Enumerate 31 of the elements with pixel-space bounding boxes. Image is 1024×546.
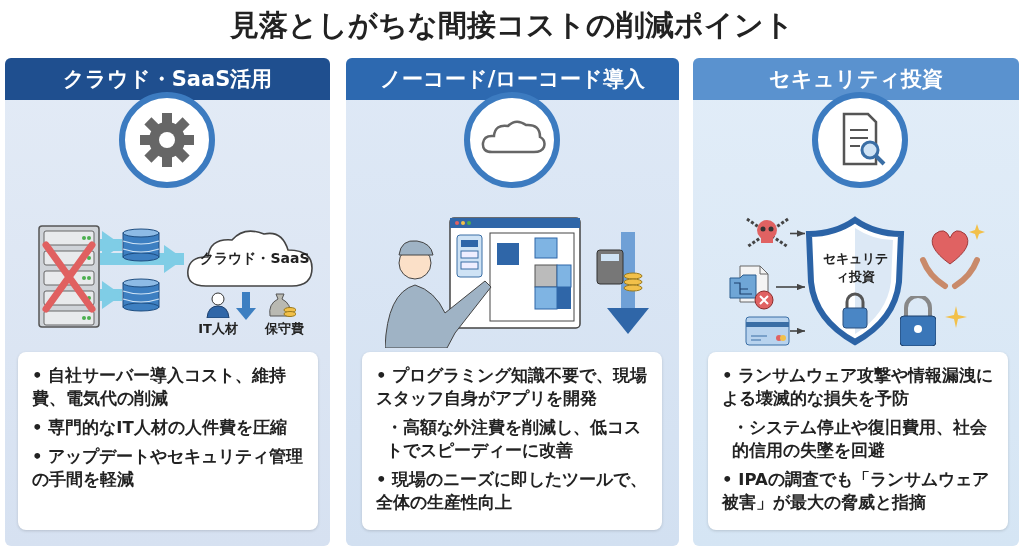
- damaged-file-icon: [728, 264, 776, 310]
- bullet-text: • アップデートやセキュリティ管理の手間を軽減: [32, 446, 304, 491]
- panel-heading: セキュリティ投資: [693, 58, 1019, 100]
- bullet-text: • プログラミング知識不要で、現場スタッフ自身がアプリを開発: [376, 365, 648, 410]
- arrow: [100, 245, 184, 273]
- bullet-text: • 現場のニーズに即したツールで、全体の生産性向上: [376, 469, 648, 514]
- database-icon: [122, 228, 160, 262]
- bullet-text: • IPAの調査でも「ランサムウェア被害」が最大の脅威と指摘: [722, 469, 990, 514]
- icon-caption: 保守費: [263, 320, 305, 338]
- arrow: [100, 281, 122, 309]
- bullet-card: [708, 352, 1008, 530]
- arrow: [789, 230, 806, 237]
- panel-heading: ノーコード/ローコード導入: [346, 58, 679, 100]
- bullet-text: • 自社サーバー導入コスト、維持費、電気代の削減: [32, 365, 288, 410]
- title: 見落としがちな間接コストの削減ポイント: [229, 7, 795, 44]
- bullet-text: • ランサムウェア攻撃や情報漏洩による壊滅的な損失を予防: [722, 365, 994, 410]
- credit-card-icon: [745, 316, 790, 346]
- arrow: [789, 327, 806, 335]
- arrow: [775, 283, 806, 291]
- database-icon: [122, 278, 160, 312]
- bullet-card: [18, 352, 318, 530]
- panel-card: [5, 58, 330, 546]
- shield-shape: セキュリティ投資: [805, 216, 905, 346]
- bullet-text: • 専門的なIT人材の人件費を圧縮: [32, 417, 288, 439]
- bullet-text: ・高額な外注費を削減し、低コストでスピーディーに改善: [385, 417, 642, 462]
- panel-card: [693, 58, 1019, 546]
- icon-caption: IT人材: [198, 320, 238, 338]
- bullet-text: ・システム停止や復旧費用、社会的信用の失墜を回避: [731, 417, 988, 462]
- panel-heading: クラウド・SaaS活用: [5, 58, 330, 100]
- bullet-card: [362, 352, 662, 530]
- crossed-server-picture: [38, 225, 100, 328]
